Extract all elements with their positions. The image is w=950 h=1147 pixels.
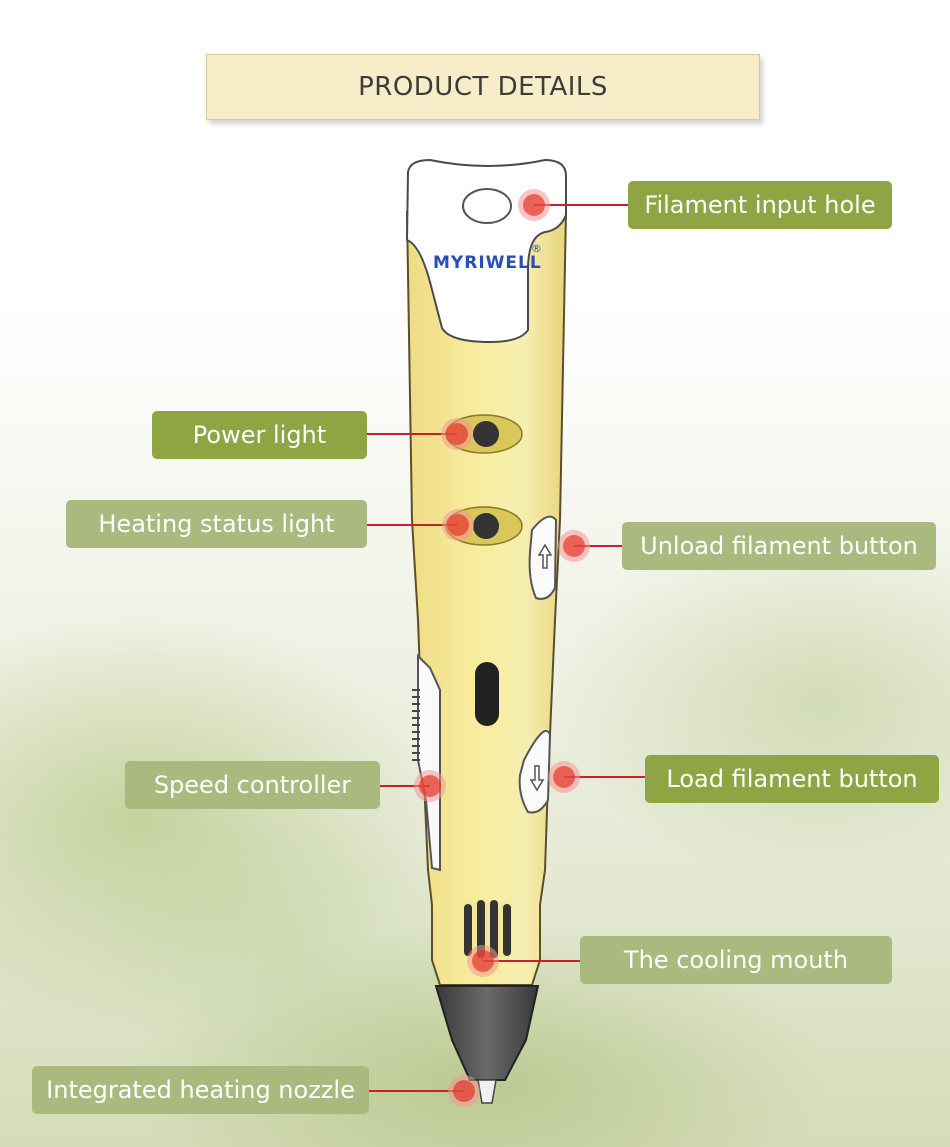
heating-light-icon	[473, 513, 499, 539]
nozzle-tip	[477, 1079, 497, 1104]
leader-filament-input	[534, 204, 628, 206]
marker-heating-light	[447, 514, 469, 536]
leader-cooling	[483, 960, 580, 962]
label-speed-controller: Speed controller	[125, 761, 380, 809]
label-heating-status-light: Heating status light	[66, 500, 367, 548]
pen-slot	[475, 662, 499, 726]
leader-load	[564, 776, 646, 778]
speed-controller-shape	[417, 653, 441, 872]
marker-load	[553, 766, 575, 788]
leader-power-light	[367, 433, 457, 435]
marker-speed	[419, 775, 441, 797]
label-unload-filament-button: Unload filament button	[622, 522, 936, 570]
label-power-light: Power light	[152, 411, 367, 459]
marker-cooling	[472, 950, 494, 972]
product-details-banner: PRODUCT DETAILS	[206, 54, 760, 120]
label-cooling-mouth: The cooling mouth	[580, 936, 892, 984]
arrow-up-icon	[537, 543, 553, 569]
power-light-icon	[473, 421, 499, 447]
label-heating-nozzle: Integrated heating nozzle	[32, 1066, 369, 1114]
brand-logo: MYRIWELL	[433, 253, 542, 273]
label-filament-input-hole: Filament input hole	[628, 181, 892, 229]
page-title: PRODUCT DETAILS	[358, 72, 608, 102]
leader-heating-light	[367, 524, 458, 526]
marker-power-light	[446, 423, 468, 445]
marker-nozzle	[453, 1080, 475, 1102]
leader-unload	[574, 545, 622, 547]
svg-text:®: ®	[531, 242, 542, 255]
leader-nozzle	[369, 1090, 464, 1092]
marker-unload	[563, 535, 585, 557]
nozzle-body	[434, 985, 540, 1081]
marker-filament-input	[523, 194, 545, 216]
filament-input-hole-icon	[462, 188, 512, 224]
label-load-filament-button: Load filament button	[645, 755, 939, 803]
leader-speed	[380, 785, 430, 787]
arrow-down-icon	[529, 765, 545, 792]
cooling-mouth-grille	[462, 902, 512, 958]
